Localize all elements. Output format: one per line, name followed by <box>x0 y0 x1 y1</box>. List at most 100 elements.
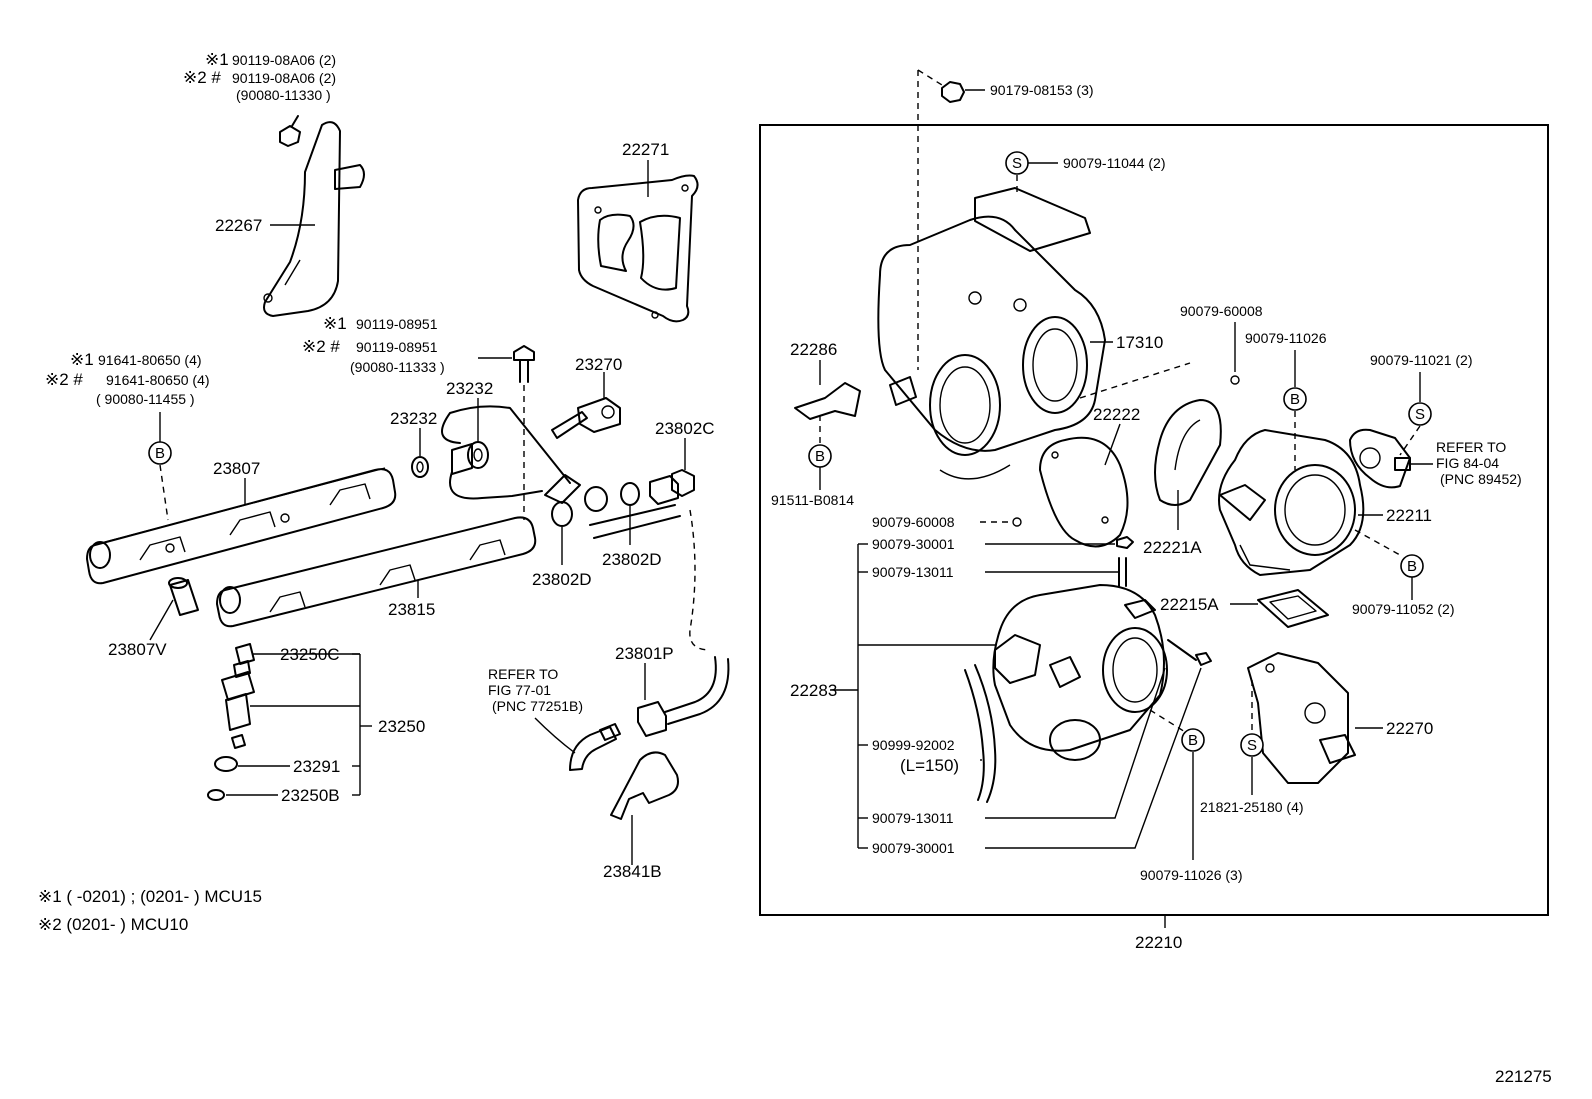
label-90079-11044: 90079-11044 (2) <box>1063 155 1165 171</box>
label-23802d: 23802D <box>532 570 592 589</box>
label-22222: 22222 <box>1093 405 1140 424</box>
clip-23841b <box>610 751 679 820</box>
footnote-2: ※2 (0201- ) MCU10 <box>38 915 188 934</box>
valve-22270 <box>1247 652 1356 784</box>
label-23232: 23232 <box>390 409 437 428</box>
note-star1: ※1 <box>70 350 94 369</box>
label-90079-11021: 90079-11021 (2) <box>1370 352 1472 368</box>
label-90079-60008: 90079-60008 <box>872 514 955 530</box>
label-22210: 22210 <box>1135 933 1182 952</box>
label-23232: 23232 <box>446 379 493 398</box>
label-23802c: 23802C <box>655 419 715 438</box>
assembly-frame <box>759 124 1549 916</box>
throttle-body-22283 <box>992 584 1168 761</box>
note-star2: ※2 # <box>302 337 340 356</box>
injector-23250 <box>207 643 255 801</box>
refer-text: FIG 77-01 <box>488 682 551 698</box>
svg-text:S: S <box>1012 155 1022 172</box>
label-22211: 22211 <box>1386 506 1432 525</box>
note-part: 91641-80650 (4) <box>106 372 210 388</box>
label-23802d: 23802D <box>602 550 662 569</box>
refer-text: (PNC 77251B) <box>492 698 583 714</box>
refer-text: REFER TO <box>1436 439 1506 455</box>
label-22286: 22286 <box>790 340 837 359</box>
delivery-pipe-23807 <box>86 467 397 585</box>
svg-text:S: S <box>1415 406 1425 423</box>
label-90079-60008: 90079-60008 <box>1180 303 1263 319</box>
fuel-line <box>589 504 681 539</box>
label-22215a: 22215A <box>1160 595 1219 614</box>
label-17310: 17310 <box>1116 333 1163 352</box>
label-90999-92002: 90999-92002 <box>872 737 955 753</box>
bolt-icon <box>279 115 301 147</box>
note-part: 90119-08951 <box>356 316 438 332</box>
label-21821: 21821-25180 (4) <box>1200 799 1304 815</box>
label-90079-13011: 90079-13011 <box>872 810 954 826</box>
label-22267: 22267 <box>215 216 262 235</box>
damper-23807v <box>168 577 199 616</box>
note-part: 91641-80650 (4) <box>98 352 202 368</box>
nut-icon <box>1116 536 1134 549</box>
throttle-sensor <box>1349 428 1411 489</box>
gasket-22221a <box>1154 399 1222 506</box>
label-90079-13011: 90079-13011 <box>872 564 954 580</box>
label-22270: 22270 <box>1386 719 1433 738</box>
footnote-1: ※1 ( -0201) ; (0201- ) MCU15 <box>38 887 262 906</box>
hose-90999-92002 <box>964 664 997 803</box>
note-part: 90119-08A06 (2) <box>232 52 336 68</box>
label-22221a: 22221A <box>1143 538 1202 557</box>
note-part: 90119-08951 <box>356 339 438 355</box>
label-90079-30001: 90079-30001 <box>872 536 955 552</box>
note-star1: ※1 <box>323 314 347 333</box>
label-23801p: 23801P <box>615 644 674 663</box>
svg-text:B: B <box>1290 391 1300 408</box>
label-length: (L=150) <box>900 756 959 775</box>
note-part: 90119-08A06 (2) <box>232 70 336 86</box>
svg-text:S: S <box>1247 737 1257 754</box>
marker-s: S <box>1240 733 1264 757</box>
label-23250: 23250 <box>378 717 425 736</box>
label-90079-11052: 90079-11052 (2) <box>1352 601 1454 617</box>
gasket-22271 <box>577 174 699 323</box>
note-star2: ※2 # <box>45 370 83 389</box>
svg-text:B: B <box>1407 558 1417 575</box>
nut-icon <box>1195 652 1212 666</box>
label-23250b: 23250B <box>281 786 340 805</box>
refer-text: REFER TO <box>488 666 558 682</box>
delivery-pipe-23815 <box>216 516 537 628</box>
marker-b: B <box>808 444 832 468</box>
marker-b: B <box>148 441 172 465</box>
label-90179: 90179-08153 (3) <box>990 82 1094 98</box>
label-91511: 91511-B0814 <box>771 492 854 508</box>
fuel-pipe <box>441 405 608 527</box>
hose-23801p <box>637 656 730 737</box>
washer-23232 <box>411 456 429 478</box>
label-23807: 23807 <box>213 459 260 478</box>
label-23270: 23270 <box>575 355 622 374</box>
o-ring <box>1012 517 1022 527</box>
label-23807v: 23807V <box>108 640 167 659</box>
hose-fitting <box>569 723 621 771</box>
intake-17310 <box>877 187 1106 480</box>
gasket-22215a <box>1257 589 1329 628</box>
label-22283: 22283 <box>790 681 837 700</box>
label-23250c: 23250C <box>280 645 340 664</box>
stud-icon <box>1118 557 1127 587</box>
bolt-icon <box>513 345 535 383</box>
svg-text:B: B <box>1188 732 1198 749</box>
label-90079-30001: 90079-30001 <box>872 840 955 856</box>
label-23815: 23815 <box>388 600 435 619</box>
marker-b: B <box>1181 728 1205 752</box>
bracket-22267 <box>263 121 365 317</box>
note-part-alt: (90080-11333 ) <box>350 359 445 375</box>
refer-text: FIG 84-04 <box>1436 455 1499 471</box>
marker-b: B <box>1283 387 1307 411</box>
sensor-23270 <box>551 397 621 439</box>
label-23291: 23291 <box>293 757 340 776</box>
o-ring <box>1230 375 1240 385</box>
diagram-number: 221275 <box>1495 1067 1552 1086</box>
marker-s: S <box>1408 402 1432 426</box>
bracket-22286 <box>794 382 861 420</box>
label-90079-11026: 90079-11026 <box>1245 330 1327 346</box>
